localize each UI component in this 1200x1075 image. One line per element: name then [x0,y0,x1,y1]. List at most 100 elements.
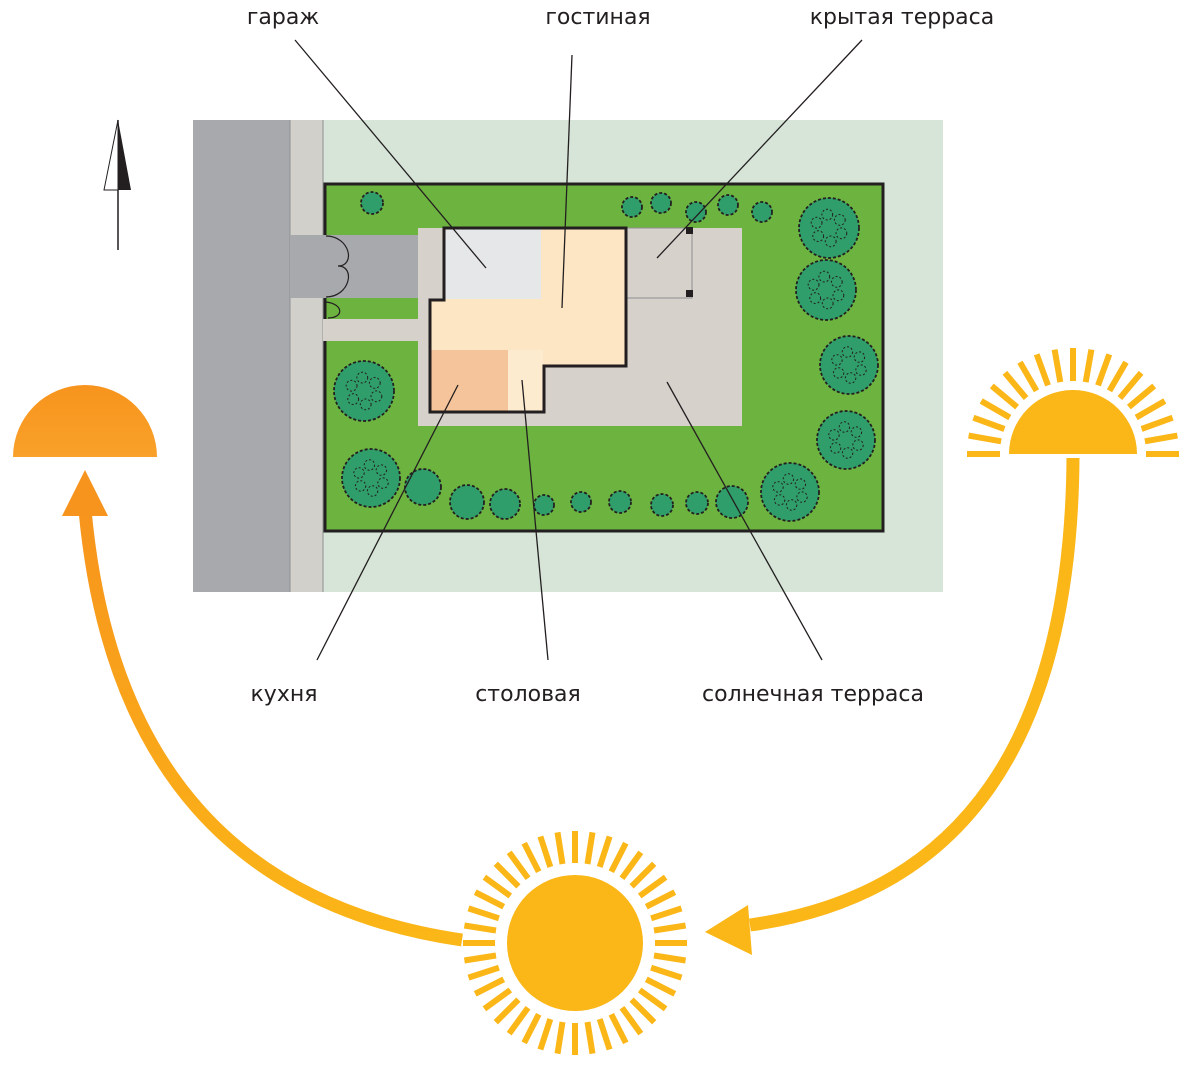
tree-detail [853,351,866,363]
sun-ray [596,835,613,868]
tree-detail [833,214,846,226]
sun-ray [1017,360,1040,393]
sunrise-sun-icon [967,348,1179,457]
tree-detail [370,390,383,403]
tree-detail [850,426,863,438]
sun-ray [596,1018,613,1051]
sun-ray [650,905,683,922]
tree-icon [333,360,395,422]
arrow-head-west-icon [62,470,108,516]
arrow-head-east-icon [705,905,752,955]
sun-ray [629,997,657,1025]
tree-icon [449,484,485,520]
tree-detail [855,364,867,376]
tree-icon [751,201,773,223]
sun-ray [521,1012,542,1045]
sun-ray [463,952,497,964]
sun-ray [989,383,1020,410]
tree-icon [650,493,674,517]
sun-ray [521,841,542,874]
sun-ray [506,850,531,881]
sun-ray [1106,360,1129,393]
sun-ray [493,997,521,1025]
sun-ray [608,841,629,874]
kitchen-room [431,350,508,411]
sun-ray [467,964,500,981]
midday-sun-icon [463,831,687,1055]
tree-icon [608,490,632,514]
sun-ray [644,976,677,997]
site-plan [193,120,943,592]
tree-detail [852,439,864,451]
sun-ray [473,889,506,910]
tree-detail [824,235,837,248]
north-arrow-icon [103,119,131,250]
tree-icon [798,197,860,259]
tree-detail [812,230,825,243]
sun-ray [1134,398,1167,421]
sun-ray [644,889,677,910]
tree-detail [832,367,845,379]
tree-icon [760,462,820,522]
tree-icon [360,191,384,215]
sun-ray [537,835,554,868]
label-garage: гараж [247,5,319,30]
tree-detail [782,473,795,485]
sun-ray [537,1018,554,1051]
tree-detail [368,377,381,389]
sun-ray [1144,432,1178,445]
label-kitchen: кухня [251,682,318,707]
sun-ray [1002,370,1029,401]
tree-detail [796,491,808,503]
tree-detail [772,481,784,493]
tree-icon [489,488,521,520]
tree-icon [717,194,739,216]
sun-ray [482,987,513,1012]
tree-detail [356,371,369,384]
sun-ray [1140,414,1174,432]
sun-ray [493,861,521,889]
tree-icon [715,485,749,519]
covered-terrace [625,227,693,299]
sun-ray [968,432,1002,445]
tree-icon [685,491,709,515]
sun-path-arc-east [749,457,1080,932]
sun-ray [972,414,1006,432]
tree-detail [831,354,843,366]
sun-ray [584,831,596,865]
tree-detail [809,292,822,305]
tree-detail [345,379,358,392]
garage-room [445,229,541,299]
tree-icon [816,410,876,470]
tree-detail [821,297,834,310]
sun-ray [608,1012,629,1045]
tree-detail [785,499,798,511]
tree-icon [621,196,643,218]
sun-path-arc-west [78,509,463,947]
sun-ray [653,922,687,934]
tree-detail [377,477,389,489]
tree-icon [685,201,707,223]
tree-icon [570,491,592,513]
sun-ray [554,1021,566,1055]
sun-ray [1095,353,1113,387]
sun-ray [619,850,644,881]
sun-ray [473,976,506,997]
sun-ray [979,398,1012,421]
tree-detail [835,227,848,240]
tree-detail [818,270,831,283]
tree-detail [363,459,376,471]
label-covered-terrace: крытая терраса [810,5,995,30]
sun-ray [1126,383,1157,410]
sun-ray [584,1021,596,1055]
street [193,120,290,592]
tree-detail [838,421,851,433]
tree-detail [821,208,834,221]
sun-ray [637,987,668,1012]
sun-path [62,457,1080,955]
tree-detail [354,480,367,492]
sun-ray [506,1005,531,1036]
sun-ray [650,964,683,981]
sun-ray [619,1005,644,1036]
